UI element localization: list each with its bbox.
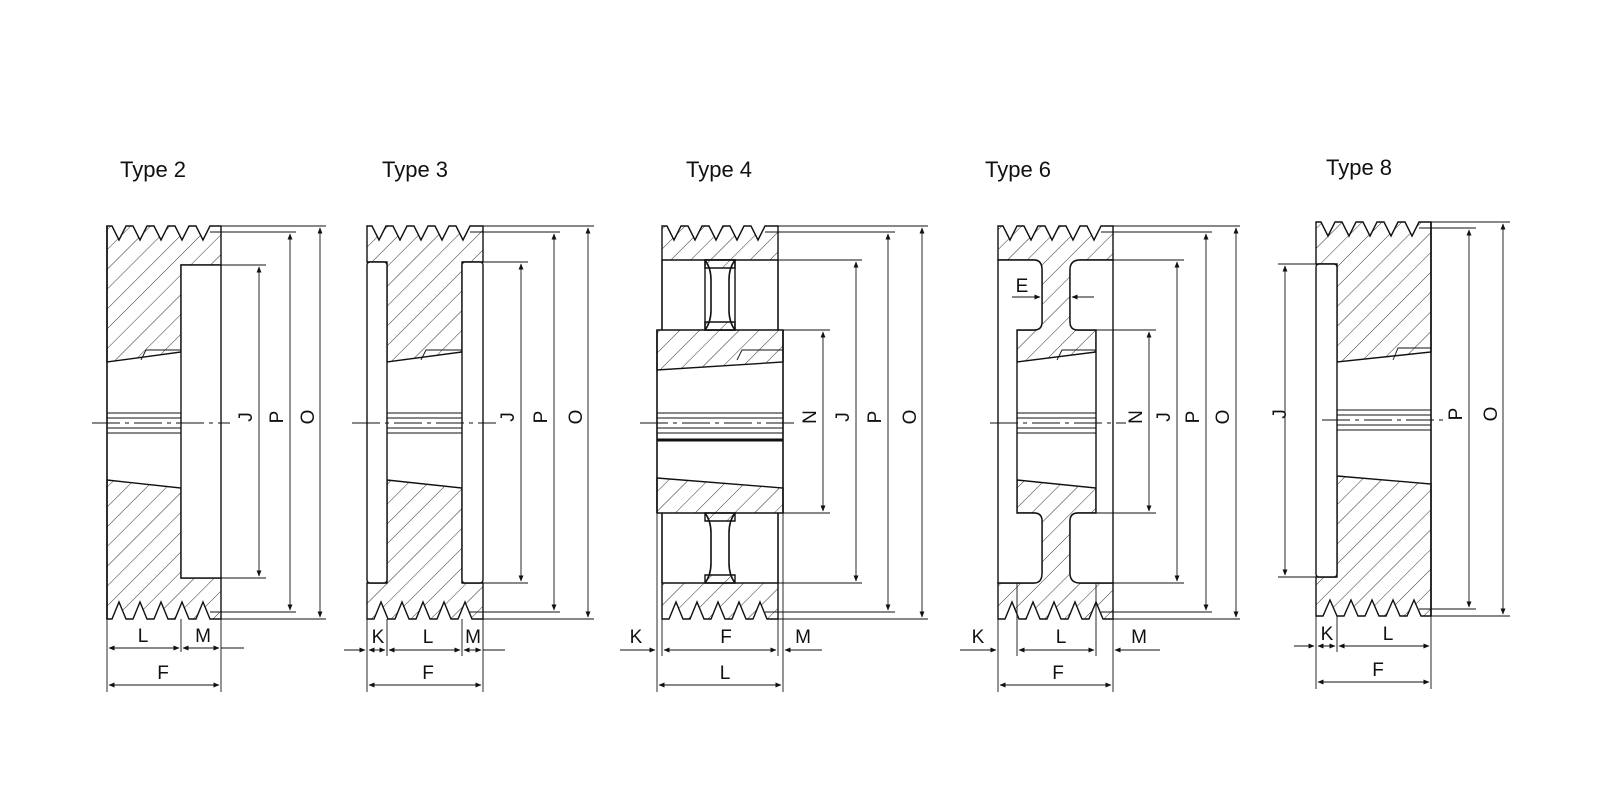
type-3-dim-f: F [422,663,434,684]
type-8-dim-l: L [1383,624,1394,645]
type-6-dim-p: P [1183,411,1204,424]
type-6-dim-l: L [1056,627,1067,648]
type-2-dim-l: L [138,626,149,647]
type-4-dim-m: M [795,627,811,648]
type-8-dim-f: F [1372,660,1384,681]
type-3-rim-bottom [366,479,484,620]
type-6-dim-k: K [972,627,985,648]
type-4-hub-bottom [656,477,784,514]
type-3-dim-k: K [372,627,385,648]
type-2-dim-j: J [236,412,257,422]
type-3-title: Type 3 [382,157,449,182]
type-8-rim-top [1315,221,1432,363]
type-8-dim-k: K [1321,624,1334,645]
type-3-dim-o: O [566,410,587,425]
type-6-dim-m: M [1131,627,1147,648]
type-4-rim-bottom [661,582,779,620]
type-3-dim-j: J [498,412,519,422]
type-4-rim-top [661,225,779,261]
type-4-title: Type 4 [686,157,753,182]
type-2-dim-p: P [267,411,288,424]
type-6-dim-f: F [1052,663,1064,684]
type-3-drawing: J P O K L M F [344,225,594,692]
type-3-dim-m: M [465,627,481,648]
type-2-drawing: J P O L M F [92,225,326,692]
type-3-dim-l: L [423,627,434,648]
type-2-title: Type 2 [120,157,187,182]
type-6-dim-n: N [1126,410,1147,424]
type-4-dim-j: J [833,412,854,422]
type-4-dim-k: K [630,627,643,648]
type-3-dim-p: P [531,411,552,424]
type-4-drawing: N J P O K F M L [620,225,928,692]
type-4-dim-n: N [800,410,821,424]
type-8-dim-p: P [1446,408,1467,421]
type-2-dim-m: M [195,626,211,647]
type-8-title: Type 8 [1326,155,1393,180]
type-8-rim-bottom [1315,475,1432,617]
type-8-dim-o: O [1481,407,1502,422]
type-6-dim-j: J [1154,412,1175,422]
type-6-dim-o: O [1213,410,1234,425]
type-8-drawing: J P O K L F [1270,221,1510,689]
type-3-rim-top [366,225,484,363]
type-6-dim-e: E [1016,276,1029,297]
type-2-rim-bottom [106,479,222,620]
type-4-dim-l: L [720,663,731,684]
type-2-dim-f: F [157,663,169,684]
type-4-dim-p: P [865,411,886,424]
type-8-dim-j: J [1270,409,1291,419]
type-2-dim-o: O [298,410,319,425]
type-4-dim-f: F [720,627,732,648]
type-6-drawing: E N J P O K L M F [960,225,1240,692]
type-6-title: Type 6 [985,157,1052,182]
type-4-dim-o: O [900,410,921,425]
